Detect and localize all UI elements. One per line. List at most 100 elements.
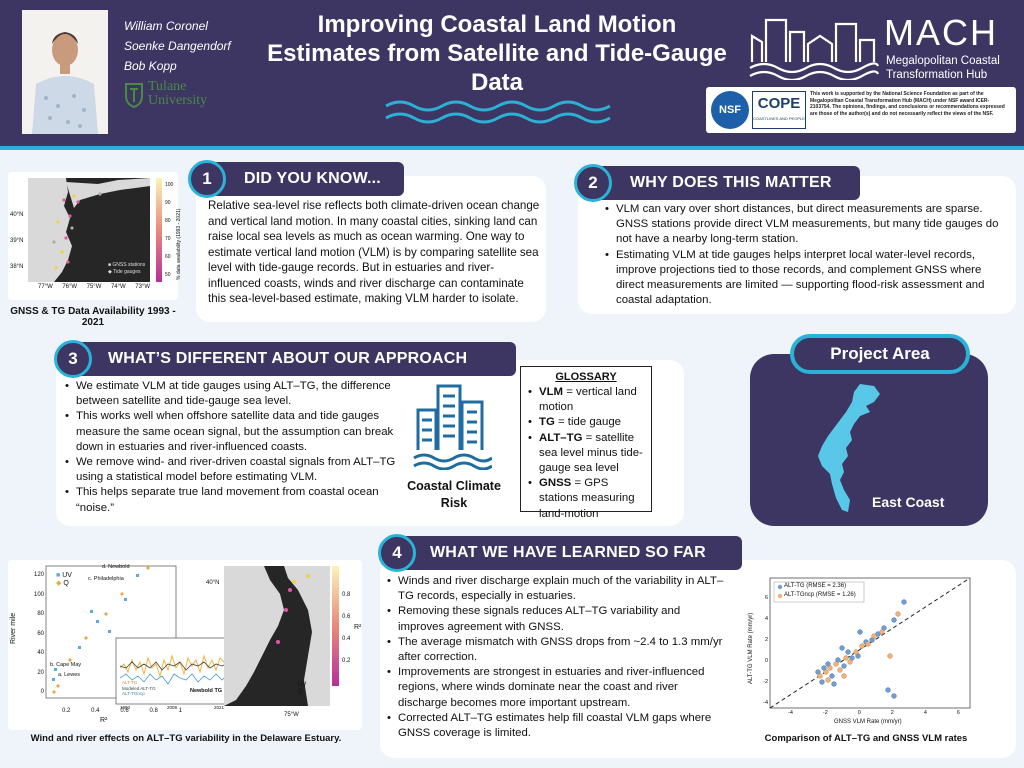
scatter-xlabel: GNSS VLM Rate (mm/yr) — [834, 719, 902, 725]
list-item: Removing these signals reduces ALT–TG va… — [386, 604, 726, 634]
y-tick: 20 — [37, 669, 44, 676]
cope-sub: COASTLINES AND PEOPLE — [753, 116, 805, 121]
availability-map: 40°N 39°N 38°N 77°W 76°W 75°W 74°W 73°W … — [8, 172, 178, 300]
lat-labels: 40°N 39°N 38°N — [10, 202, 23, 280]
legend-label: Q — [63, 580, 69, 587]
mach-subtitle-line: Transformation Hub — [886, 69, 988, 81]
mach-skyline-icon — [749, 18, 880, 80]
colorbar-tick: 0.2 — [342, 658, 351, 664]
glossary-term: TG — [539, 416, 555, 429]
colorbar-tick: 70 — [165, 236, 171, 242]
y-tick: 100 — [33, 591, 44, 598]
x-tick: -4 — [788, 710, 793, 716]
annotation: d. Newbold — [102, 564, 130, 570]
section-1-card — [196, 176, 546, 322]
scatter-x-ticks: -4 -2 0 2 4 6 — [788, 710, 960, 716]
lon-label: 75°W — [86, 284, 102, 290]
annotation: a. Lewes — [58, 672, 81, 678]
poster-title: Improving Coastal Land Motion Estimates … — [267, 11, 727, 96]
x-tick: 2021 — [213, 705, 224, 710]
inset-x-ticks: 1993 2008 2021 — [120, 705, 224, 710]
lon-label: 76°W — [62, 284, 78, 290]
legend-label: ALT-TG (RMSE = 2.36) — [784, 583, 847, 589]
section-number: 1 — [188, 160, 226, 198]
y-tick: 0 — [764, 658, 768, 664]
delaware-x-ticks: 0.2 0.4 0.6 0.8 1 — [62, 708, 182, 714]
map-legend: ■ GNSS stations ◆ Tide gauges — [108, 262, 145, 276]
tulane-logo: Tulane University — [124, 80, 234, 112]
section-2-list: VLM can vary over short distances, but d… — [604, 202, 1008, 308]
colorbar-tick: 50 — [165, 272, 171, 278]
x-tick: 2 — [890, 710, 894, 716]
section-number: 3 — [54, 340, 92, 378]
university-name: University — [148, 93, 208, 108]
x-tick: 2008 — [166, 705, 177, 710]
coastal-buildings-icon — [413, 384, 492, 470]
mach-name: MACH — [884, 12, 998, 53]
funding-box — [706, 87, 1016, 133]
colorbar-tick: 0.8 — [342, 592, 351, 598]
scatter-caption: Comparison of ALT–TG and GNSS VLM rates — [764, 733, 968, 744]
lat-label: 39°N — [10, 238, 24, 244]
glossary-def: = vertical land motion — [539, 386, 637, 414]
colorbar-ticks: 0.8 0.6 0.4 0.2 — [342, 584, 350, 672]
lat-label: 38°N — [10, 264, 24, 270]
scatter-y-ticks: 6 4 2 0 -2 -4 — [758, 588, 768, 714]
x-tick: 1993 — [120, 705, 131, 710]
y-tick: 6 — [764, 595, 768, 601]
delaware-caption: Wind and river effects on ALT–TG variabi… — [30, 733, 342, 744]
glossary-box: GLOSSARY VLM = vertical land motion TG =… — [520, 366, 652, 520]
project-area-label: East Coast — [872, 494, 945, 510]
x-tick: 0.8 — [149, 708, 158, 714]
map-caption: GNSS & TG Data Availability 1993 - 2021 — [10, 306, 176, 328]
section-number: 2 — [574, 164, 612, 202]
delaware-ylabel: River mile — [10, 612, 17, 644]
delaware-legend: ■ UV ◆ Q — [56, 572, 72, 587]
list-item: The average mismatch with GNSS drops fro… — [386, 635, 726, 665]
colorbar-tick: 80 — [165, 218, 171, 224]
list-item: We estimate VLM at tide gauges using ALT… — [64, 379, 396, 409]
section-1-body: Relative sea-level rise reflects both cl… — [208, 199, 540, 305]
inset-legend: ALT-TG Modeled ALT-TG ALT-TGncp — [122, 680, 156, 697]
mach-subtitle: Megalopolitan Coastal Transformation Hub — [886, 54, 1000, 82]
glossary-item: GNSS = GPS stations measuring land-motio… — [527, 476, 645, 522]
x-tick: 0.6 — [120, 708, 129, 714]
glossary-term: ALT–TG — [539, 431, 583, 444]
inset-title: Newbold TG — [190, 688, 223, 694]
glossary-list: VLM = vertical land motion TG = tide gau… — [527, 385, 645, 522]
x-tick: 4 — [923, 710, 927, 716]
legend-label: Q — [298, 689, 303, 695]
map-lat: 40°N — [206, 580, 220, 586]
list-item: This helps separate true land movement f… — [64, 485, 396, 515]
map-lon: 75°W — [284, 712, 299, 718]
list-item: VLM can vary over short distances, but d… — [604, 202, 1008, 248]
colorbar-tick: 0.4 — [342, 636, 351, 642]
glossary-title: GLOSSARY — [555, 371, 617, 383]
list-item: Improvements are strongest in estuaries … — [386, 665, 726, 711]
university-name: Tulane — [148, 79, 187, 94]
legend-label: UV — [62, 572, 72, 579]
y-tick: 0 — [40, 689, 44, 695]
section-3-header: WHAT’S DIFFERENT ABOUT OUR APPROACH — [70, 342, 516, 376]
map-legend: UV Q — [298, 682, 306, 696]
lon-label: 74°W — [110, 284, 126, 290]
colorbar-ticks: 100 90 80 70 60 50 — [165, 176, 173, 284]
section-4-list: Winds and river discharge explain much o… — [386, 574, 726, 741]
delaware-xlabel: R² — [100, 717, 108, 724]
legend-label: UV — [298, 682, 307, 688]
y-tick: 80 — [37, 611, 44, 617]
y-tick: 2 — [764, 637, 768, 643]
list-item: This works well when offshore satellite … — [64, 409, 396, 455]
vlm-scatter-plot: ALT-TG (RMSE = 2.36) ALT-TGncp (RMSE = 1… — [748, 572, 978, 728]
funding-statement: This work is supported by the National S… — [810, 91, 1005, 117]
annotation: b. Cape May — [50, 662, 82, 668]
lat-label: 40°N — [10, 212, 24, 218]
glossary-def: = GPS stations measuring land-motion — [539, 477, 635, 520]
y-tick: 4 — [764, 616, 768, 622]
section-4-header: WHAT WE HAVE LEARNED SO FAR — [392, 536, 742, 570]
x-tick: -2 — [822, 710, 828, 716]
section-title: WHAT’S DIFFERENT ABOUT OUR APPROACH — [108, 350, 468, 367]
x-tick: 1 — [178, 708, 182, 714]
lon-labels: 77°W 76°W 75°W 74°W 73°W — [38, 284, 150, 290]
glossary-item: TG = tide gauge — [527, 415, 645, 430]
